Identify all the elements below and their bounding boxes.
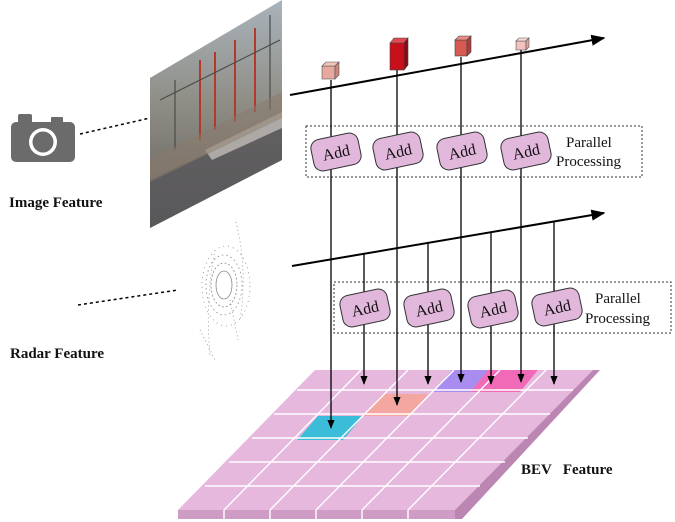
svg-text:Add: Add	[542, 297, 572, 319]
add-badge: Add	[372, 131, 424, 171]
radar-feature-panel	[199, 221, 251, 361]
parallel-label-image-line2: Processing	[556, 154, 621, 170]
add-badge: Add	[310, 132, 362, 172]
svg-text:Add: Add	[383, 141, 413, 163]
bev-feature-label: BEV Feature	[521, 462, 613, 478]
svg-text:Add: Add	[478, 299, 508, 321]
svg-text:Add: Add	[350, 298, 380, 320]
cube-3	[454, 35, 472, 57]
add-badge: Add	[467, 289, 519, 329]
svg-text:Add: Add	[511, 141, 541, 163]
image-axis-line	[289, 34, 606, 96]
image-feature-label: Image Feature	[9, 195, 103, 211]
add-badge: Add	[436, 131, 488, 171]
add-badge: Add	[531, 287, 583, 327]
add-badge: Add	[339, 288, 391, 328]
cube-4	[515, 37, 530, 51]
svg-text:Add: Add	[447, 141, 477, 163]
parallel-box-image	[305, 125, 643, 178]
camera-icon	[11, 114, 75, 162]
parallel-label-image-line1: Parallel	[566, 135, 612, 151]
image-feature-panel	[150, 0, 282, 228]
radar-axis-line	[291, 209, 606, 267]
add-badges-radar: Add Add Add Add	[339, 287, 583, 329]
image-feature-cubes	[321, 35, 530, 80]
bev-grid-side-edge	[455, 370, 600, 519]
cube-1	[321, 61, 340, 80]
parallel-box-radar	[333, 281, 672, 334]
parallel-label-radar-line1: Parallel	[595, 291, 641, 307]
cube-2	[389, 37, 409, 71]
camera-connector	[79, 117, 151, 135]
add-badge: Add	[500, 131, 552, 171]
add-badges-image: Add Add Add Add	[310, 131, 552, 172]
image-arrows	[327, 50, 525, 429]
bev-grid-lines	[205, 369, 573, 519]
radar-arrows	[360, 222, 558, 385]
add-badge: Add	[403, 288, 455, 328]
radar-connector	[77, 289, 179, 306]
svg-text:Add: Add	[414, 298, 444, 320]
svg-text:Add: Add	[321, 142, 351, 164]
radar-feature-label: Radar Feature	[10, 346, 104, 362]
bev-grid	[178, 369, 600, 519]
parallel-label-radar-line2: Processing	[585, 311, 650, 327]
